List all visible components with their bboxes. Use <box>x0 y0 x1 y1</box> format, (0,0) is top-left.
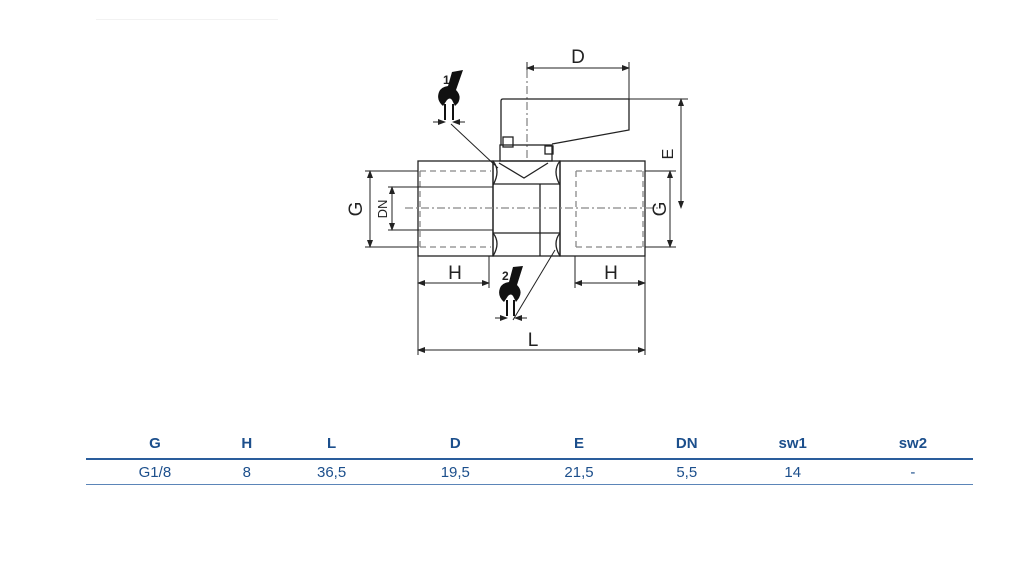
label-E: E <box>660 149 677 160</box>
wrench-1-label: 1 <box>443 73 450 87</box>
label-G-left: G <box>346 202 367 217</box>
header-sw1: sw1 <box>732 428 853 460</box>
cell-DN: 5,5 <box>640 459 733 485</box>
label-DN: DN <box>375 200 390 219</box>
label-H-right: H <box>604 263 618 284</box>
dimension-lines <box>367 65 684 353</box>
header-DN: DN <box>640 428 733 460</box>
header-E: E <box>517 428 641 460</box>
cell-sw2: - <box>852 459 973 485</box>
wrench-icon <box>438 70 463 120</box>
cell-L: 36,5 <box>269 459 394 485</box>
header-sw2: sw2 <box>852 428 973 460</box>
wrench-icon <box>499 266 523 316</box>
header-L: L <box>269 428 394 460</box>
label-G-right: G <box>650 202 671 217</box>
table-row: G1/8 8 36,5 19,5 21,5 5,5 14 - <box>86 459 973 485</box>
cell-G: G1/8 <box>86 459 224 485</box>
ball-valve-technical-drawing: D E G DN G H H L 1 2 <box>346 47 688 355</box>
header-D: D <box>393 428 518 460</box>
dimensions-table: G H L D E DN sw1 sw2 G1/8 8 36,5 19,5 21… <box>86 428 973 485</box>
cell-E: 21,5 <box>517 459 641 485</box>
label-D: D <box>571 47 585 68</box>
label-H-left: H <box>448 263 462 284</box>
valve-handle <box>499 98 630 162</box>
cell-sw1: 14 <box>732 459 853 485</box>
label-L: L <box>528 330 539 351</box>
wrench-2-label: 2 <box>502 269 509 283</box>
faint-rule <box>96 19 278 20</box>
header-H: H <box>223 428 270 460</box>
dimension-labels: D E G DN G H H L 1 2 <box>346 47 677 351</box>
wrench-dimension-lines <box>433 119 527 321</box>
cell-H: 8 <box>223 459 270 485</box>
header-G: G <box>86 428 224 460</box>
cell-D: 19,5 <box>393 459 518 485</box>
valve-body <box>405 70 660 257</box>
table-header-row: G H L D E DN sw1 sw2 <box>86 428 973 460</box>
